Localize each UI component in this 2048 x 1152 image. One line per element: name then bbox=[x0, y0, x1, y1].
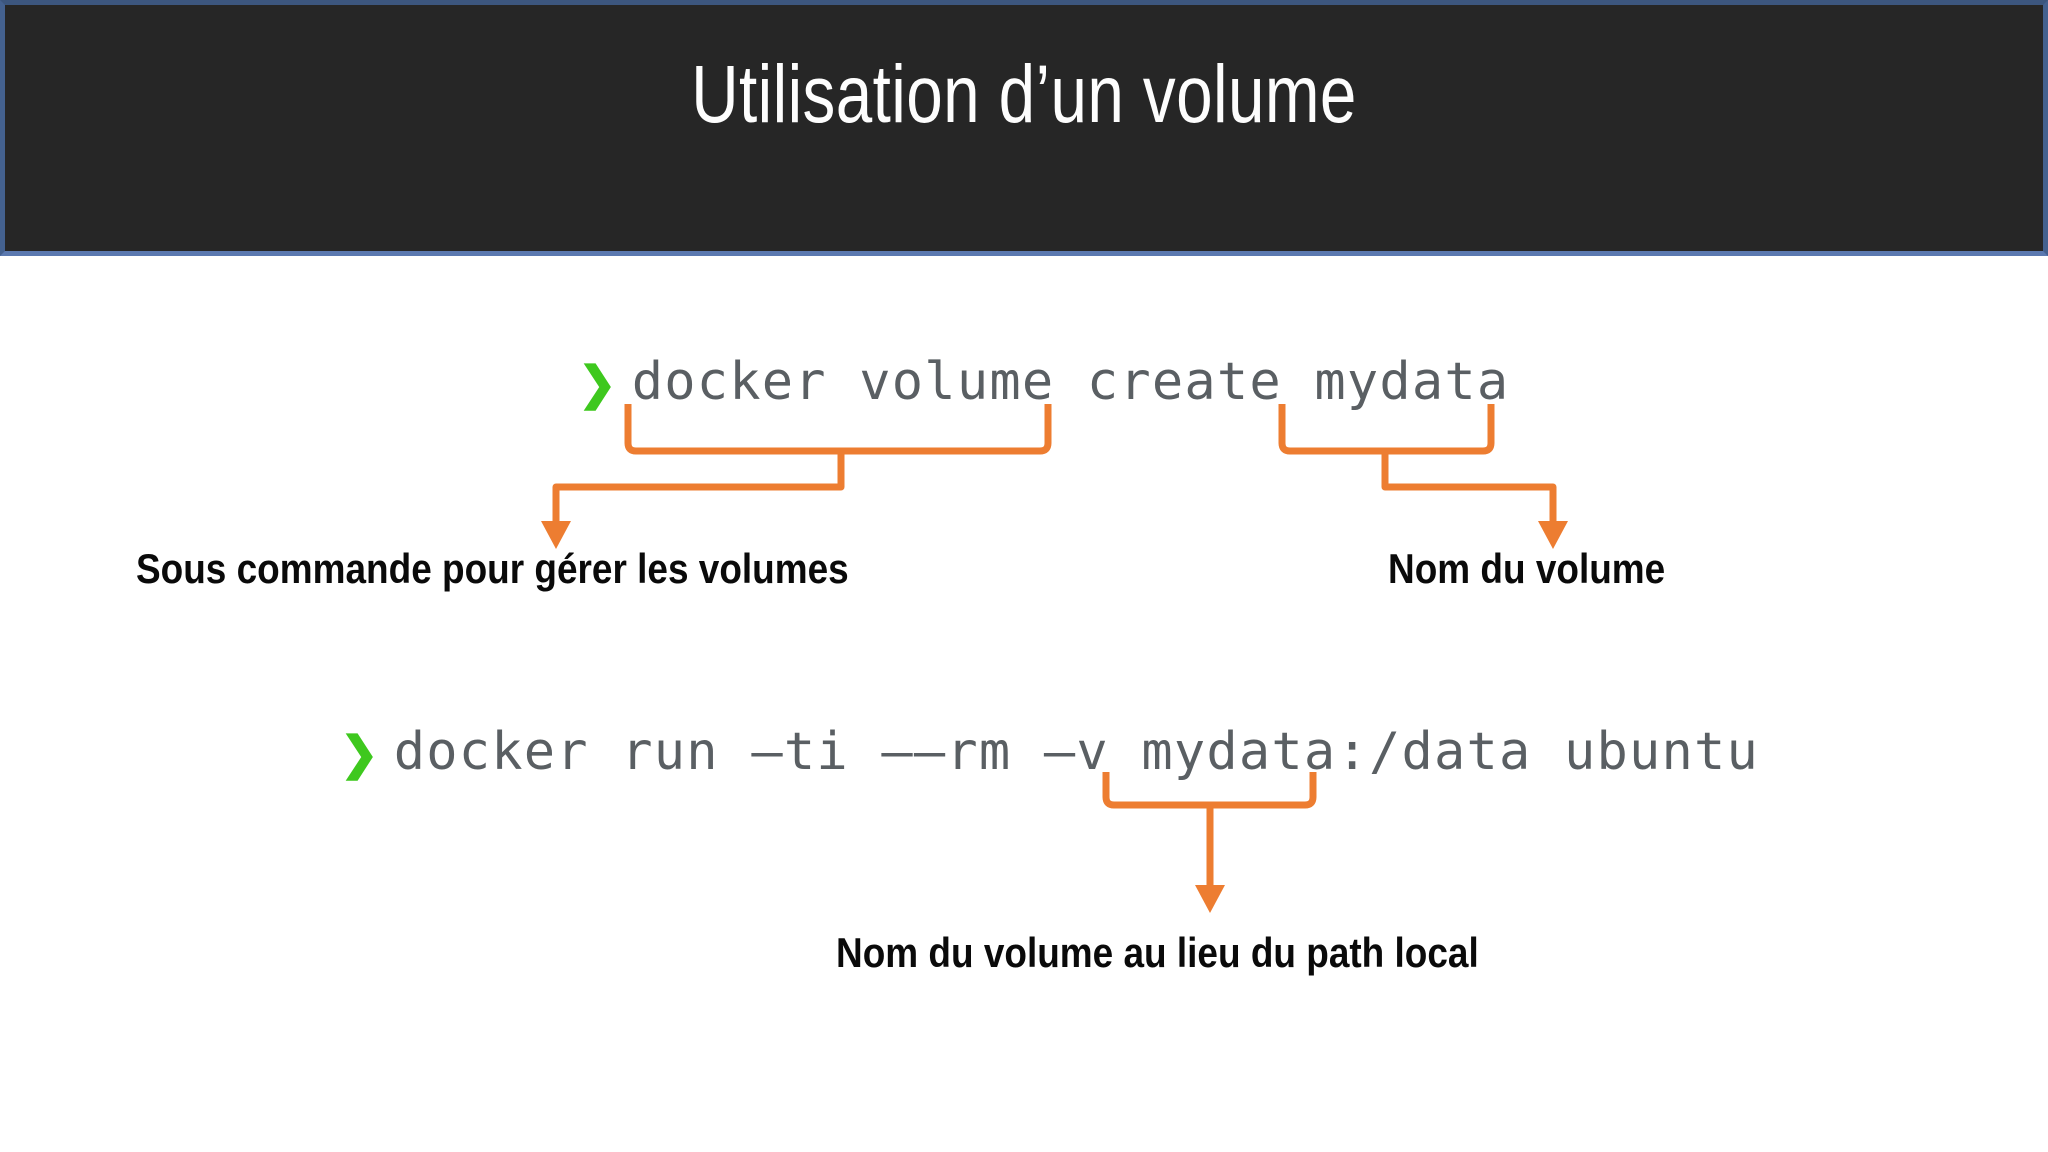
title-band bbox=[0, 0, 2048, 256]
prompt-chevron-icon: ❯ bbox=[340, 727, 380, 779]
connector-volume-name-stem bbox=[1381, 451, 1557, 522]
caption-sub-command: Sous commande pour gérer les volumes bbox=[136, 545, 849, 592]
command-text-1: docker volume create mydata bbox=[631, 352, 1510, 412]
prompt-chevron-icon: ❯ bbox=[578, 357, 618, 409]
connector-sub-command-stem bbox=[552, 451, 845, 522]
command-line-1: ❯docker volume create mydata bbox=[578, 352, 1509, 412]
command-line-2: ❯docker run –ti ––rm –v mydata:/data ubu… bbox=[340, 722, 1759, 782]
page-title: Utilisation d’un volume bbox=[691, 49, 1357, 140]
caption-mount-source: Nom du volume au lieu du path local bbox=[836, 929, 1479, 976]
caption-volume-name: Nom du volume bbox=[1388, 545, 1666, 592]
connector-mount-source-arrowhead bbox=[1195, 885, 1225, 913]
command-text-2: docker run –ti ––rm –v mydata:/data ubun… bbox=[393, 722, 1760, 782]
